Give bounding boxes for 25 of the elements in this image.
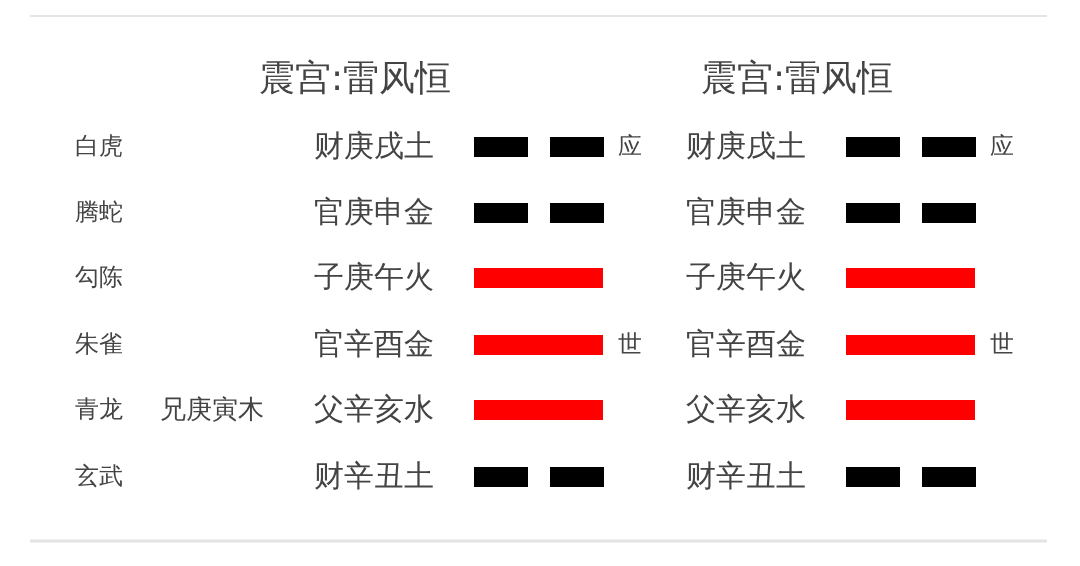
line-marker: 应 (618, 133, 642, 158)
spirit-name: 青龙 (75, 396, 123, 421)
line-name: 官辛酉金 (314, 328, 434, 359)
spirit-name: 朱雀 (75, 331, 123, 356)
spirit-name: 白虎 (75, 133, 123, 158)
hexagram-title: 震宫:雷风恒 (259, 60, 452, 97)
hexagram-title: 震宫:雷风恒 (701, 60, 894, 97)
line-name: 财辛丑土 (314, 460, 434, 491)
line-name: 官庚申金 (686, 196, 806, 227)
line-marker: 世 (618, 331, 642, 356)
hidden-line-name: 兄庚寅木 (160, 395, 264, 422)
line-name: 官辛酉金 (686, 328, 806, 359)
spirit-name: 勾陈 (75, 264, 123, 289)
spirit-name: 腾蛇 (75, 199, 123, 224)
line-name: 子庚午火 (686, 261, 806, 292)
line-name: 父辛亥水 (686, 393, 806, 424)
line-name: 子庚午火 (314, 261, 434, 292)
line-marker: 世 (990, 331, 1014, 356)
line-name: 财庚戌土 (314, 130, 434, 161)
line-marker: 应 (990, 133, 1014, 158)
line-name: 官庚申金 (314, 196, 434, 227)
spirit-name: 玄武 (75, 463, 123, 488)
line-name: 财庚戌土 (686, 130, 806, 161)
line-name: 财辛丑土 (686, 460, 806, 491)
line-name: 父辛亥水 (314, 393, 434, 424)
